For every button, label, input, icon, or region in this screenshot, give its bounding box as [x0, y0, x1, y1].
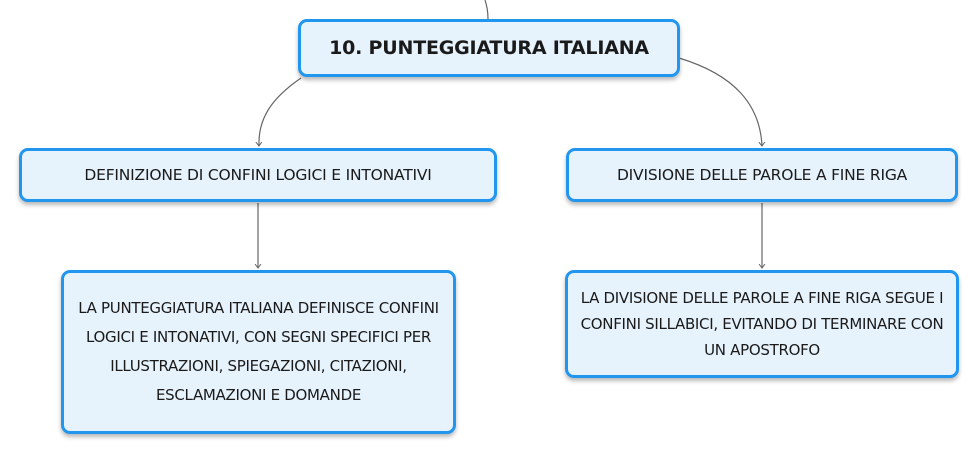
branch-node-confini[interactable]: DEFINIZIONE DI CONFINI LOGICI E INTONATI… — [19, 148, 497, 202]
detail-node-divisione[interactable]: LA DIVISIONE DELLE PAROLE A FINE RIGA SE… — [565, 270, 959, 378]
root-topic-label: 10. PUNTEGGIATURA ITALIANA — [329, 37, 649, 59]
detail-node-confini[interactable]: LA PUNTEGGIATURA ITALIANA DEFINISCE CONF… — [61, 270, 456, 434]
connector-root-to-right — [678, 57, 762, 146]
branch-node-divisione[interactable]: DIVISIONE DELLE PAROLE A FINE RIGA — [566, 148, 958, 202]
connector-root-to-left — [259, 77, 302, 146]
root-topic-node[interactable]: 10. PUNTEGGIATURA ITALIANA — [298, 19, 680, 77]
branch-label-divisione: DIVISIONE DELLE PAROLE A FINE RIGA — [616, 166, 908, 184]
detail-text-divisione: LA DIVISIONE DELLE PAROLE A FINE RIGA SE… — [580, 289, 944, 359]
detail-text-confini: LA PUNTEGGIATURA ITALIANA DEFINISCE CONF… — [78, 299, 439, 404]
connector-incoming — [484, 0, 489, 20]
branch-label-confini: DEFINIZIONE DI CONFINI LOGICI E INTONATI… — [84, 166, 432, 184]
